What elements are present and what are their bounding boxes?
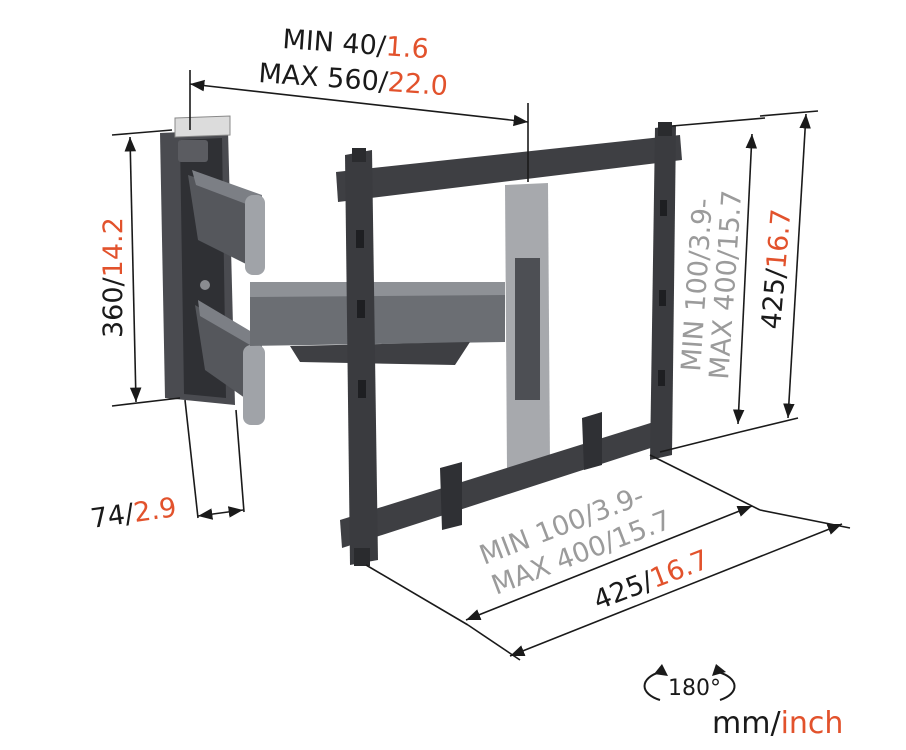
units-inch: inch (780, 706, 844, 741)
rotation-indicator: 180° (643, 664, 736, 701)
arm-max-label: MAX 560/22.0 (258, 58, 449, 102)
dimension-lines (111, 70, 851, 661)
vesa-vertical-dimension (732, 133, 758, 425)
units-mm: mm/ (712, 706, 781, 741)
wall-height-label: 360/14.2 (98, 217, 129, 338)
frame-height-dimension (783, 113, 811, 419)
frame-width-dimension (509, 523, 843, 657)
rotation-label: 180° (668, 676, 721, 701)
units-legend: mm/inch (712, 706, 843, 741)
arm-extension-dimension (189, 79, 529, 127)
rotation-arrows-icon (643, 664, 736, 701)
wall-plate-height-dimension (124, 136, 142, 403)
frame-height-label: 425/16.7 (756, 208, 797, 331)
vesa-frame (336, 122, 682, 566)
arm-min-label: MIN 40/1.6 (282, 24, 430, 65)
wall-plate-depth-dimension (197, 506, 244, 520)
depth-label: 74/2.9 (89, 492, 179, 535)
swivel-arms (188, 170, 505, 425)
